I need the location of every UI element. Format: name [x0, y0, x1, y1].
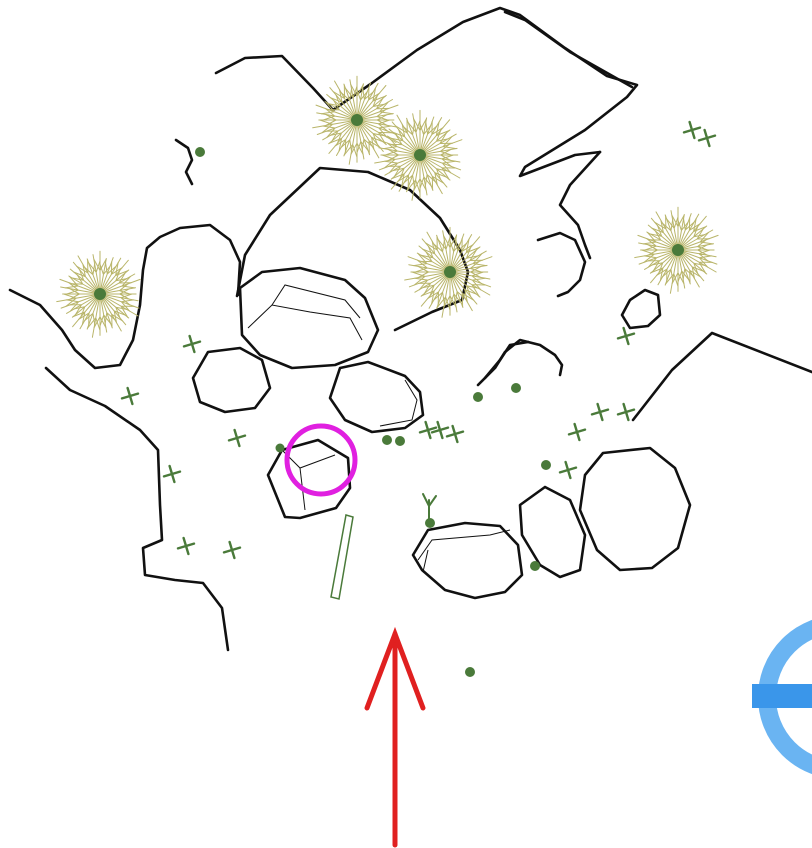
- cliff-line: [631, 331, 812, 422]
- boulder-facet: [247, 304, 363, 341]
- rootstock-icon: [422, 493, 437, 523]
- boulder: [578, 446, 692, 572]
- boulder: [620, 288, 662, 330]
- north-arrow-icon: [364, 626, 426, 848]
- tree-icon: [56, 250, 141, 338]
- green-dot-icon: [465, 667, 475, 677]
- green-cross-icon: [616, 326, 636, 346]
- green-cross-icon: [697, 128, 717, 148]
- green-cross-icon: [162, 464, 182, 484]
- cliff-lines: [8, 6, 812, 652]
- green-dot-icon: [275, 443, 285, 453]
- green-cross-icon: [176, 536, 196, 556]
- tree-icon: [374, 109, 463, 201]
- green-cross-icon: [616, 402, 636, 422]
- boulder: [411, 521, 524, 600]
- green-cross-icon: [227, 428, 247, 448]
- tree-icon: [312, 75, 399, 165]
- cliff-line: [214, 54, 335, 112]
- cliff-line: [331, 6, 639, 178]
- cliff-line: [503, 10, 634, 89]
- green-cross-icon: [567, 422, 587, 442]
- trees: [56, 75, 719, 338]
- cliff-line: [476, 338, 564, 387]
- green-dot-icon: [425, 518, 435, 528]
- cliff-line: [174, 138, 194, 186]
- boulder: [328, 360, 425, 434]
- green-cross-icon: [682, 120, 702, 140]
- green-dot-icon: [395, 436, 405, 446]
- green-cross-icon: [430, 420, 450, 440]
- narrow-feature-rect: [330, 514, 354, 600]
- boulders: [191, 266, 692, 600]
- green-cross-icon: [120, 386, 140, 406]
- cliff-line: [483, 340, 530, 380]
- boulder: [518, 485, 587, 579]
- green-dot-icon: [473, 392, 483, 402]
- cliff-line: [536, 231, 587, 298]
- cliff-line: [44, 366, 230, 652]
- boulder-facet: [417, 529, 511, 561]
- green-cross-icon: [558, 460, 578, 480]
- tree-icon: [634, 206, 719, 294]
- green-cross-icon: [445, 424, 465, 444]
- boulder: [191, 346, 272, 414]
- green-dot-icon: [382, 435, 392, 445]
- boulder-facet: [271, 284, 361, 319]
- green-dot-icon: [511, 383, 521, 393]
- green-dots: [195, 147, 551, 677]
- boulder-facet: [422, 549, 429, 573]
- green-cross-icon: [418, 420, 438, 440]
- green-dot-icon: [195, 147, 205, 157]
- green-dot-icon: [530, 561, 540, 571]
- control-start-icon[interactable]: [752, 619, 812, 775]
- cliff-line: [558, 150, 602, 260]
- control-circle-icon[interactable]: [284, 423, 358, 497]
- green-cross-icon: [590, 402, 610, 422]
- green-crosses: [120, 120, 717, 560]
- green-dot-icon: [541, 460, 551, 470]
- green-cross-icon: [182, 334, 202, 354]
- boulder: [238, 266, 380, 370]
- cliff-line: [8, 223, 242, 370]
- boulder-facet: [379, 379, 418, 427]
- green-cross-icon: [222, 540, 242, 560]
- cliff-line: [235, 166, 470, 332]
- tree-icon: [404, 226, 493, 318]
